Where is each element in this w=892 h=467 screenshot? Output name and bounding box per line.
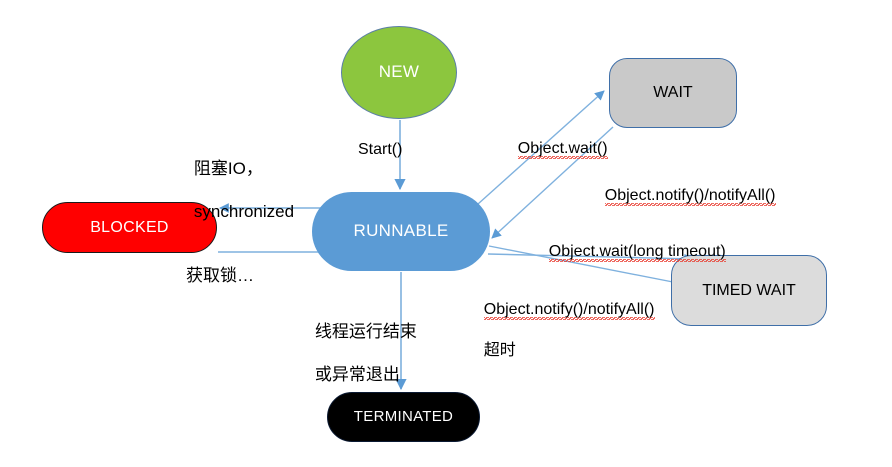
edge-to-wait-arrow [477, 90, 605, 205]
state-node-new[interactable]: NEW [341, 26, 457, 119]
edge-label-to-blocked-line1: 阻塞IO， [193, 158, 263, 178]
state-node-terminated-label: TERMINATED [353, 407, 454, 425]
state-node-timed-wait-label: TIMED WAIT [702, 281, 796, 299]
edge-from-timed-wait-arrow [488, 245, 679, 284]
state-node-new-label: NEW [378, 62, 420, 82]
state-node-runnable[interactable]: RUNNABLE [312, 192, 490, 271]
state-node-terminated[interactable]: TERMINATED [327, 392, 480, 442]
state-node-timed-wait[interactable]: TIMED WAIT [671, 255, 827, 326]
edge-label-to-runnable: 获取锁… [186, 266, 254, 285]
edge-from-wait-arrow [491, 126, 614, 239]
edge-label-to-wait: Object.wait() [500, 119, 608, 180]
edge-label-start: Start() [358, 141, 403, 158]
state-node-wait[interactable]: WAIT [609, 58, 737, 128]
edge-label-from-timed-wait-line2: 超时 [483, 342, 516, 360]
state-node-runnable-label: RUNNABLE [353, 221, 449, 241]
edge-label-to-wait-text: Object.wait() [517, 140, 608, 160]
edge-label-from-wait: Object.notify()/notifyAll() [587, 166, 776, 227]
edge-label-from-wait-text: Object.notify()/notifyAll() [604, 187, 776, 207]
edge-label-from-timed-wait-line1: Object.notify()/notifyAll() [483, 301, 655, 321]
edge-to-timed-wait-arrow [487, 253, 694, 264]
edge-label-from-timed-wait: Object.notify()/notifyAll() 超时 [466, 280, 655, 382]
state-node-wait-label: WAIT [653, 84, 693, 102]
edge-label-terminate-line2: 或异常退出 [314, 365, 400, 385]
state-node-blocked-label: BLOCKED [90, 218, 169, 236]
edge-label-terminate-line1: 线程运行结束 [314, 321, 417, 341]
state-node-blocked[interactable]: BLOCKED [42, 202, 217, 253]
